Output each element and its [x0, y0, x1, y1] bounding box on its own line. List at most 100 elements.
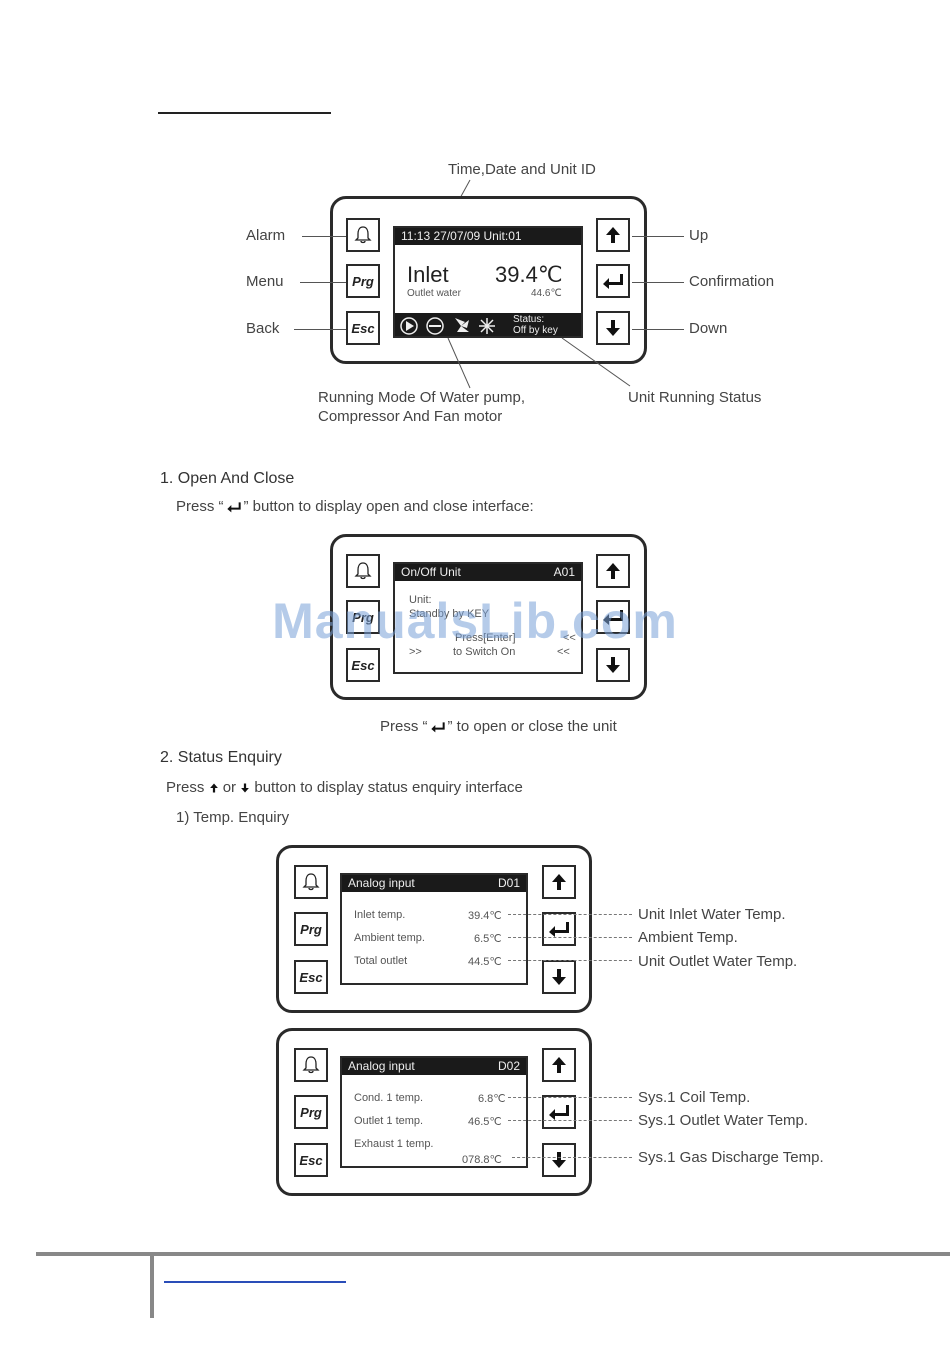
running-mode-label-1: Running Mode Of Water pump, — [318, 389, 526, 406]
up-button[interactable] — [542, 1048, 576, 1082]
lcd-header-left: Analog input — [348, 1059, 415, 1073]
arrow-down-icon — [606, 657, 620, 673]
section2-title: 2. Status Enquiry — [160, 749, 282, 766]
arrow-down-icon — [241, 783, 250, 793]
annotation-leader — [508, 914, 632, 915]
annotation-leader — [508, 1120, 632, 1121]
section1-caption-post: ” to open or close the unit — [447, 718, 617, 735]
onoff-line4-right: << — [557, 646, 570, 658]
esc-button[interactable]: Esc — [346, 648, 380, 682]
confirmation-label: Confirmation — [689, 273, 775, 290]
row-value: 46.5℃ — [468, 1116, 502, 1128]
lcd-header-right: D02 — [497, 1059, 520, 1073]
up-label: Up — [689, 227, 709, 244]
section1-caption: Press “ ” to open or close the unit — [380, 718, 617, 735]
annotation-leader — [512, 1157, 632, 1158]
lcd-header-left: Analog input — [348, 876, 415, 890]
row-label: Cond. 1 temp. — [354, 1092, 424, 1104]
annotation-leader — [508, 937, 632, 938]
onoff-line2: Standby by KEY — [409, 608, 490, 620]
enter-arrow-icon — [603, 274, 623, 289]
menu-leader — [300, 282, 346, 283]
confirmation-leader — [632, 282, 684, 283]
annotation-leader — [508, 960, 632, 961]
down-button[interactable] — [542, 960, 576, 994]
section1-desc-pre: Press “ — [176, 498, 224, 515]
back-leader — [294, 329, 346, 330]
down-button[interactable] — [542, 1143, 576, 1177]
down-button[interactable] — [596, 648, 630, 682]
enter-button[interactable] — [596, 264, 630, 298]
enter-arrow-icon — [549, 1105, 569, 1120]
enter-button[interactable] — [596, 600, 630, 634]
esc-button[interactable]: Esc — [294, 1143, 328, 1177]
section2-desc-pre: Press — [166, 779, 205, 796]
menu-label: Menu — [246, 273, 284, 290]
bell-icon — [354, 226, 372, 244]
outlet-label: Outlet water — [407, 288, 461, 299]
alarm-button[interactable] — [294, 865, 328, 899]
header-rule — [158, 112, 331, 114]
section1-desc-post: ” button to display open and close inter… — [243, 498, 534, 515]
enter-arrow-icon — [549, 922, 569, 937]
annotation-label: Sys.1 Outlet Water Temp. — [638, 1112, 809, 1129]
up-button[interactable] — [596, 218, 630, 252]
prg-button[interactable]: Prg — [294, 912, 328, 946]
onoff-line3-mid: Press[Enter] — [455, 632, 516, 644]
lcd-header-right: A01 — [553, 565, 575, 579]
annotation-label: Sys.1 Gas Discharge Temp. — [638, 1149, 824, 1166]
arrow-up-icon — [552, 874, 566, 890]
annotation-label: Ambient Temp. — [638, 929, 738, 946]
status-line1: Status: — [513, 314, 545, 325]
footer-link[interactable] — [164, 1281, 346, 1283]
row-value: 6.8℃ — [478, 1093, 506, 1105]
status-text: Status: Off by key — [513, 314, 558, 336]
section2-sub: 1) Temp. Enquiry — [176, 809, 290, 826]
section2-desc-mid: or — [222, 779, 237, 796]
lcd-header-left: On/Off Unit — [401, 565, 461, 579]
prg-button[interactable]: Prg — [346, 600, 380, 634]
arrow-down-icon — [606, 320, 620, 336]
onoff-line4-left: >> — [409, 646, 422, 658]
prg-button[interactable]: Prg — [294, 1095, 328, 1129]
running-mode-icons — [400, 317, 495, 335]
row-label: Total outlet — [354, 955, 408, 967]
enter-button[interactable] — [542, 1095, 576, 1129]
row-label: Outlet 1 temp. — [354, 1115, 424, 1127]
section2-desc-post: button to display status enquiry interfa… — [254, 779, 523, 796]
onoff-line3-right: << — [563, 632, 576, 644]
section1-caption-pre: Press “ — [380, 718, 428, 735]
lcd-status-bar: Status: Off by key — [395, 313, 581, 336]
inlet-value: 39.4℃ — [495, 262, 563, 287]
lcd-header: 11:13 27/07/09 Unit:01 — [395, 228, 581, 245]
alarm-button[interactable] — [346, 218, 380, 252]
row-label: Exhaust 1 temp. — [354, 1138, 434, 1150]
section2-desc: Press or button to display status enquir… — [166, 779, 523, 796]
alarm-button[interactable] — [294, 1048, 328, 1082]
down-button[interactable] — [596, 311, 630, 345]
row-label: Inlet temp. — [354, 909, 406, 921]
section1-title: 1. Open And Close — [160, 470, 295, 487]
up-button[interactable] — [542, 865, 576, 899]
esc-button[interactable]: Esc — [346, 311, 380, 345]
row-value: 078.8℃ — [462, 1154, 502, 1166]
arrow-up-icon — [209, 783, 218, 793]
prg-button[interactable]: Prg — [346, 264, 380, 298]
lcd-header-text: 11:13 27/07/09 Unit:01 — [401, 229, 522, 243]
lcd-header: On/Off Unit A01 — [395, 564, 581, 581]
alarm-button[interactable] — [346, 554, 380, 588]
back-label: Back — [246, 320, 280, 337]
enter-button[interactable] — [542, 912, 576, 946]
arrow-down-icon — [552, 1152, 566, 1168]
time-date-label: Time,Date and Unit ID — [448, 161, 596, 178]
arrow-up-icon — [606, 563, 620, 579]
bell-icon — [354, 562, 372, 580]
bell-icon — [302, 873, 320, 891]
enter-arrow-icon — [226, 502, 241, 513]
esc-button[interactable]: Esc — [294, 960, 328, 994]
onoff-line4-mid: to Switch On — [453, 646, 516, 658]
up-button[interactable] — [596, 554, 630, 588]
footer-vertical-rule — [150, 1254, 154, 1318]
